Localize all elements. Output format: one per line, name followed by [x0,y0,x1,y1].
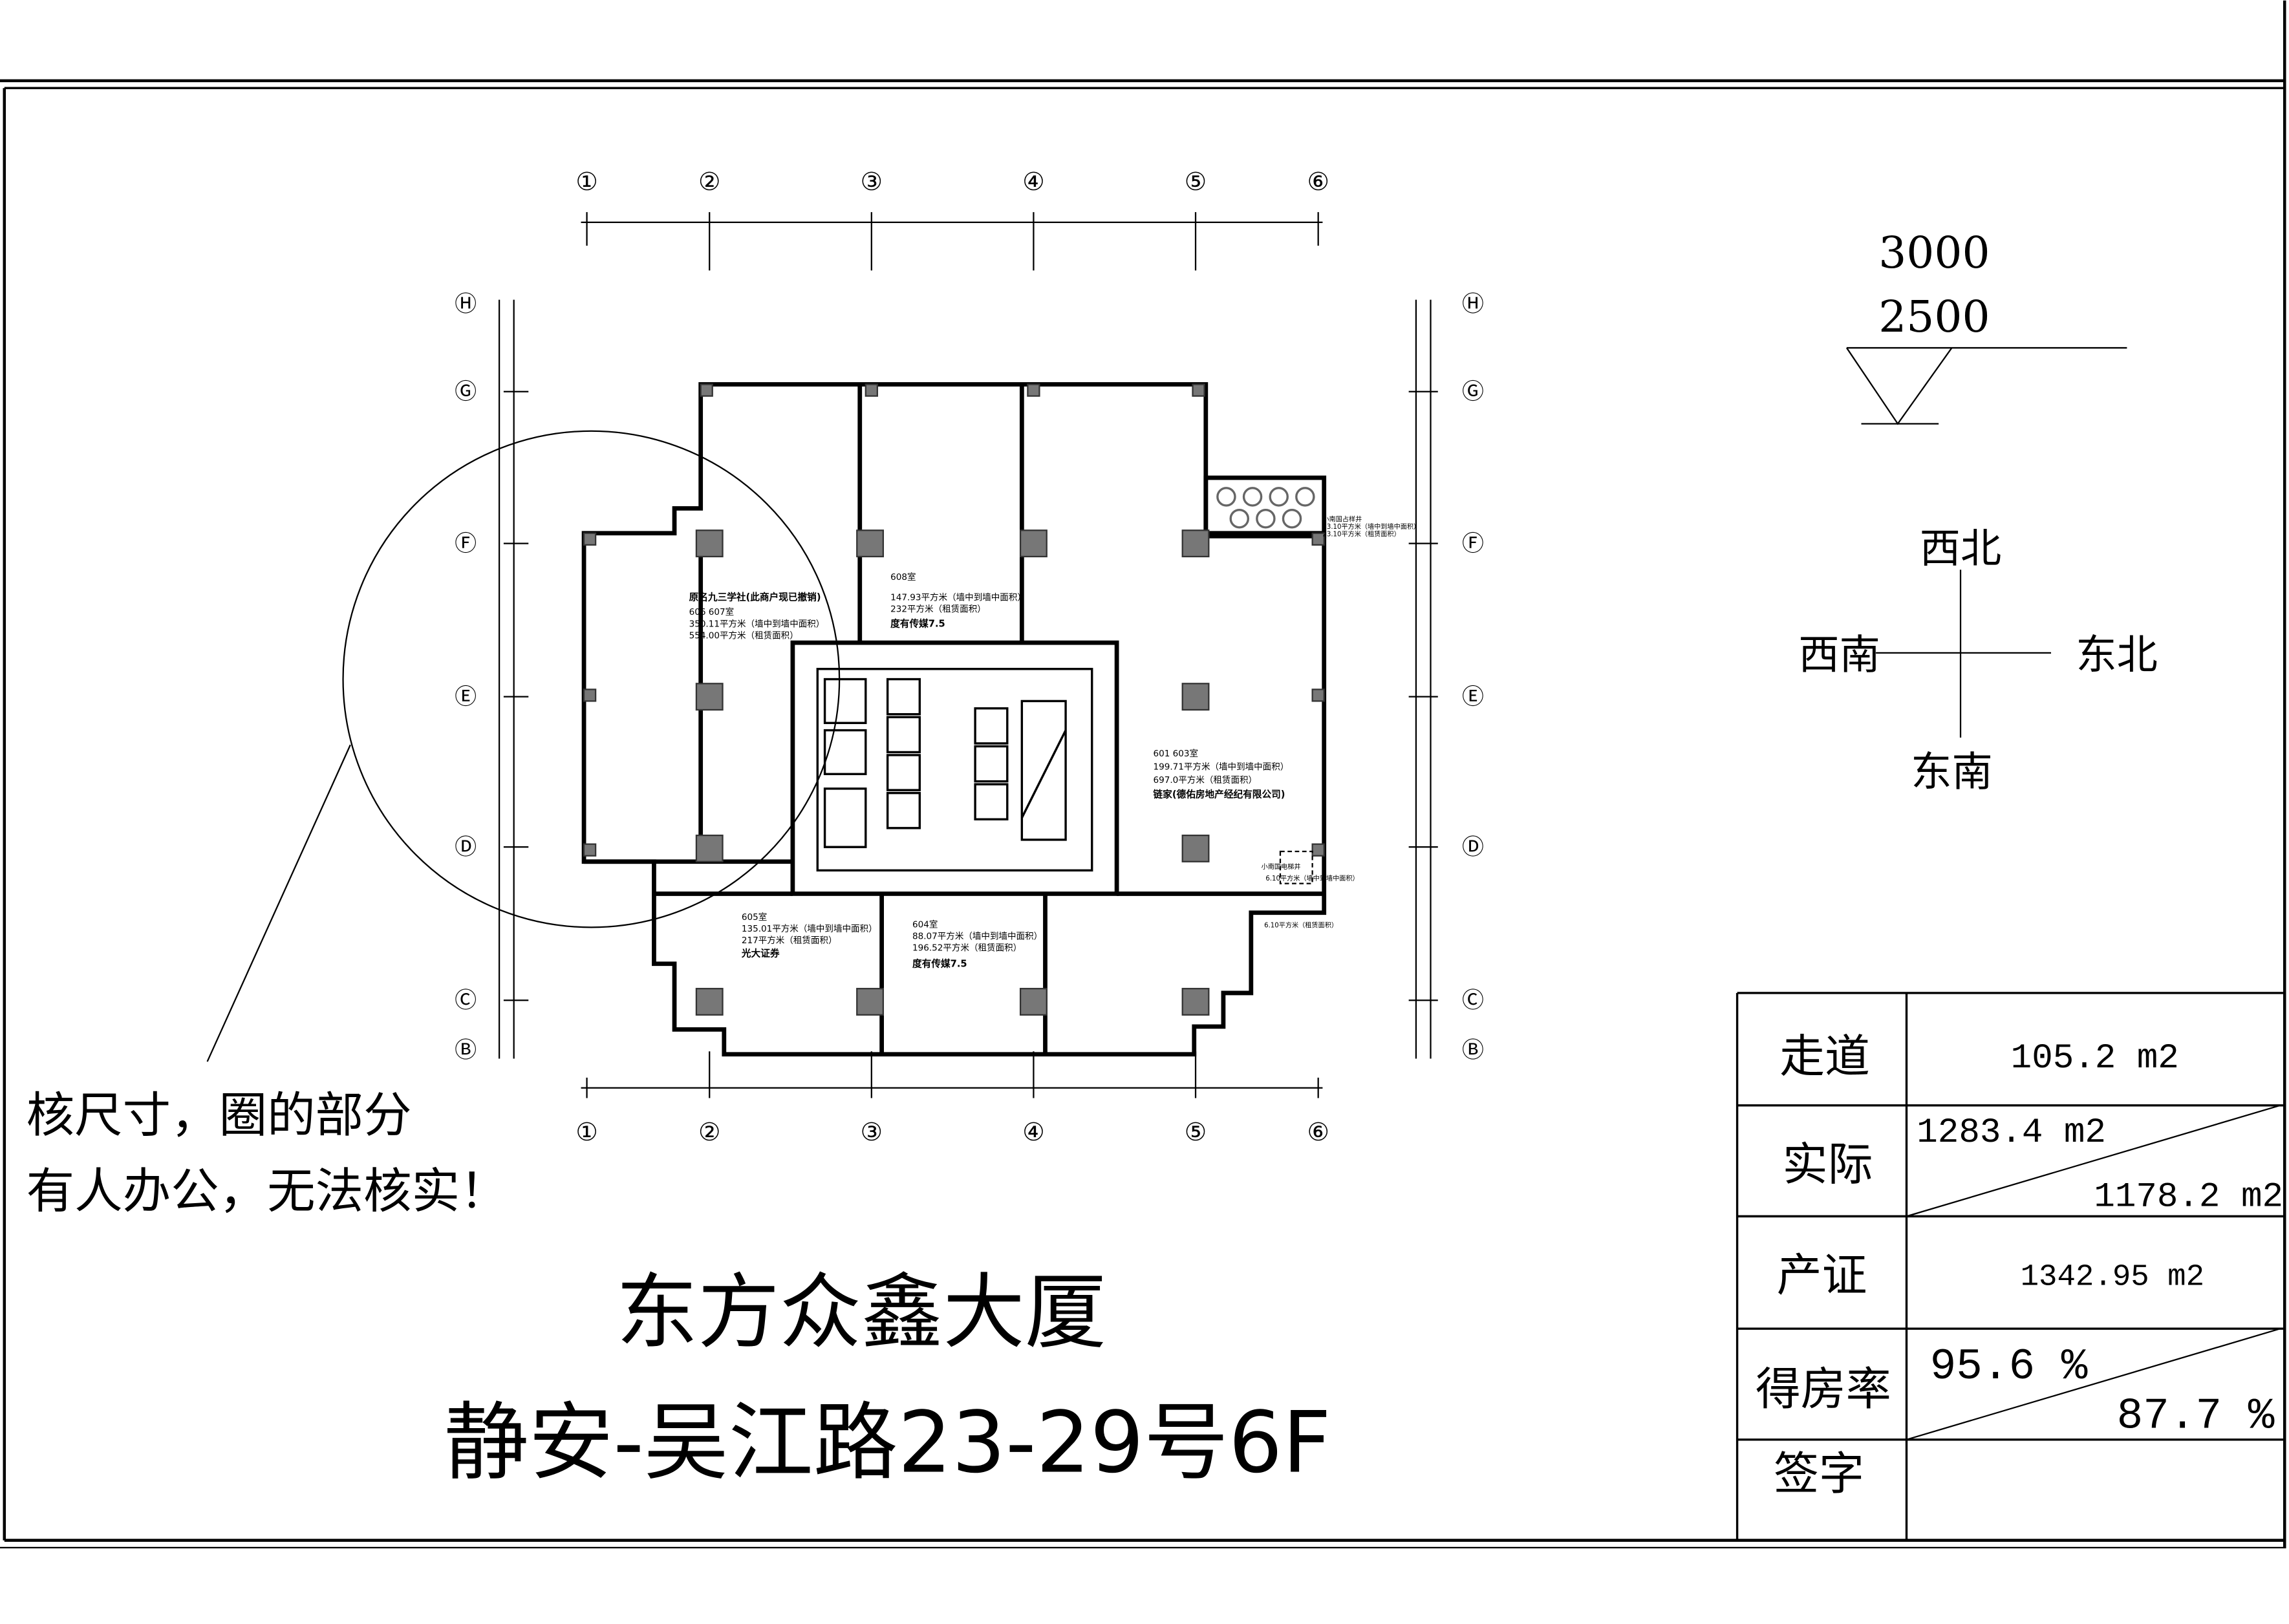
grid-label: ① [575,1118,597,1147]
svg-text:小南国占样井: 小南国占样井 [1322,515,1362,524]
svg-text:链家(德佑房地产经纪有限公司): 链家(德佑房地产经纪有限公司) [1154,788,1285,800]
grid-label: Ⓗ [455,292,477,317]
grid-label: Ⓓ [1462,834,1484,859]
svg-text:小南国电梯井: 小南国电梯井 [1262,862,1301,871]
table-label-signature: 签字 [1774,1448,1864,1501]
table-value-corridor: 105.2 m2 [2011,1039,2179,1078]
grid-label: Ⓒ [455,988,477,1013]
room-label-605: 605室 135.01平方米（墙中到墙中面积） 217平方米（租赁面积） 光大证… [741,912,877,959]
elevation-upper: 3000 [1878,227,1990,278]
svg-text:光大证券: 光大证券 [741,948,780,959]
grid-column-labels-top: ① ② ③ ④ ⑤ ⑥ [575,167,1329,197]
grid-label: Ⓓ [455,834,477,859]
drawing-frame [0,0,2286,1548]
building-title: 东方众鑫大厦 [616,1265,1106,1360]
table-label-efficiency: 得房率 [1756,1363,1891,1416]
grid-row-labels-right: Ⓗ Ⓖ Ⓕ Ⓔ Ⓓ Ⓒ Ⓑ [1462,292,1484,1063]
address-title: 静安-吴江路23-29号6F [444,1393,1331,1491]
grid-label: Ⓔ [1462,684,1484,709]
svg-text:度有传媒7.5: 度有传媒7.5 [890,617,945,629]
grid-label: Ⓕ [1462,531,1484,556]
svg-text:135.01平方米（墙中到墙中面积）: 135.01平方米（墙中到墙中面积） [742,924,877,934]
grid-label: Ⓒ [1462,988,1484,1013]
compass-northwest: 西北 [1920,524,2001,572]
grid-label: Ⓖ [1462,379,1484,404]
compass-southeast: 东南 [1911,747,1992,795]
svg-text:217平方米（租赁面积）: 217平方米（租赁面积） [742,935,837,946]
svg-text:6.10平方米（墙中到墙中面积）: 6.10平方米（墙中到墙中面积） [1265,874,1359,882]
elevation-lower: 2500 [1878,291,1990,342]
svg-text:601 603室: 601 603室 [1154,748,1199,759]
grid-label: ③ [861,1118,883,1147]
svg-text:604室: 604室 [912,919,938,930]
svg-text:554.00平方米（租赁面积）: 554.00平方米（租赁面积） [689,630,799,641]
elevation-marker: 3000 2500 [1845,227,2127,425]
compass-northeast: 东北 [2076,631,2157,679]
leader-line [206,744,351,1062]
svg-text:147.93平方米（墙中到墙中面积）: 147.93平方米（墙中到墙中面积） [890,593,1026,603]
grid-label: ⑥ [1307,167,1329,197]
room-label-601-603: 601 603室 199.71平方米（墙中到墙中面积） 697.0平方米（租赁面… [1154,748,1289,800]
room-label-elevator-shaft: 小南国电梯井 6.10平方米（墙中到墙中面积） 6.10平方米（租赁面积） [1262,850,1359,929]
svg-text:606 607室: 606 607室 [689,606,735,617]
dimension-lines [498,212,1438,1098]
svg-text:350.11平方米（墙中到墙中面积）: 350.11平方米（墙中到墙中面积） [689,619,825,629]
building-walls [581,382,1327,1057]
grid-label: ① [575,167,597,197]
structural-columns [583,383,1325,1016]
grid-label: ③ [861,167,883,197]
svg-text:196.52平方米（租赁面积）: 196.52平方米（租赁面积） [912,943,1022,953]
svg-text:199.71平方米（墙中到墙中面积）: 199.71平方米（墙中到墙中面积） [1154,762,1289,773]
grid-label: ② [698,167,720,197]
room-label-604: 604室 88.07平方米（墙中到墙中面积） 196.52平方米（租赁面积） 度… [912,919,1042,969]
table-label-actual: 实际 [1783,1138,1873,1191]
note-line-1: 核尺寸，圈的部分 [27,1087,412,1143]
grid-label: Ⓗ [1462,292,1484,317]
compass-southwest: 西南 [1798,631,1880,679]
svg-text:原名九三学社(此商户现已撤销): 原名九三学社(此商户现已撤销) [689,592,821,603]
svg-text:88.07平方米（墙中到墙中面积）: 88.07平方米（墙中到墙中面积） [912,931,1042,941]
hatched-shaft [1203,475,1327,539]
table-value-certificate: 1342.95 m2 [2021,1260,2204,1294]
svg-text:697.0平方米（租赁面积）: 697.0平方米（租赁面积） [1154,775,1258,785]
grid-column-labels-bottom: ① ② ③ ④ ⑤ ⑥ [575,1118,1329,1147]
table-label-certificate: 产证 [1777,1249,1867,1302]
grid-label: ⑤ [1185,1118,1207,1147]
room-label-606-607: 原名九三学社(此商户现已撤销) 606 607室 350.11平方米（墙中到墙中… [689,592,825,641]
grid-label: ⑥ [1307,1118,1329,1147]
unverified-area-circle [342,430,841,928]
table-value-efficiency-bottom: 87.7 % [2117,1393,2275,1442]
area-summary-table: 走道 105.2 m2 实际 1283.4 m2 1178.2 m2 产证 13… [1736,992,2283,1541]
table-value-actual-bottom: 1178.2 m2 [2094,1178,2283,1217]
grid-label: ④ [1022,1118,1044,1147]
orientation-compass: 西北 西南 东北 东南 [1798,524,2157,795]
svg-text:6.10平方米（租赁面积）: 6.10平方米（租赁面积） [1264,921,1338,929]
grid-label: ⑤ [1185,167,1207,197]
grid-label: Ⓑ [455,1037,477,1062]
room-label-608: 608室 147.93平方米（墙中到墙中面积） 232平方米（租赁面积） 度有传… [890,572,1026,629]
table-value-efficiency-top: 95.6 % [1930,1343,2088,1392]
svg-text:608室: 608室 [890,572,916,582]
svg-text:605室: 605室 [742,912,767,923]
table-value-actual-top: 1283.4 m2 [1917,1113,2106,1153]
room-label-shaft-1: 小南国占样井 23.10平方米（墙中到墙中面积） 23.10平方米（租赁面积） [1322,515,1420,539]
grid-label: Ⓑ [1462,1037,1484,1062]
building-core [790,640,1119,896]
grid-label: Ⓔ [455,684,477,709]
note-line-2: 有人办公，无法核实！ [27,1163,508,1219]
grid-row-labels-left: Ⓗ Ⓖ Ⓕ Ⓔ Ⓓ Ⓒ Ⓑ [455,292,477,1063]
svg-text:232平方米（租赁面积）: 232平方米（租赁面积） [890,604,986,615]
table-label-corridor: 走道 [1779,1030,1870,1083]
grid-label: Ⓕ [455,531,477,556]
grid-label: ④ [1022,167,1044,197]
grid-label: Ⓖ [455,379,477,404]
svg-text:度有传媒7.5: 度有传媒7.5 [912,957,967,969]
svg-text:23.10平方米（租赁面积）: 23.10平方米（租赁面积） [1322,529,1400,538]
grid-label: ② [698,1118,720,1147]
svg-text:23.10平方米（墙中到墙中面积）: 23.10平方米（墙中到墙中面积） [1322,522,1420,531]
